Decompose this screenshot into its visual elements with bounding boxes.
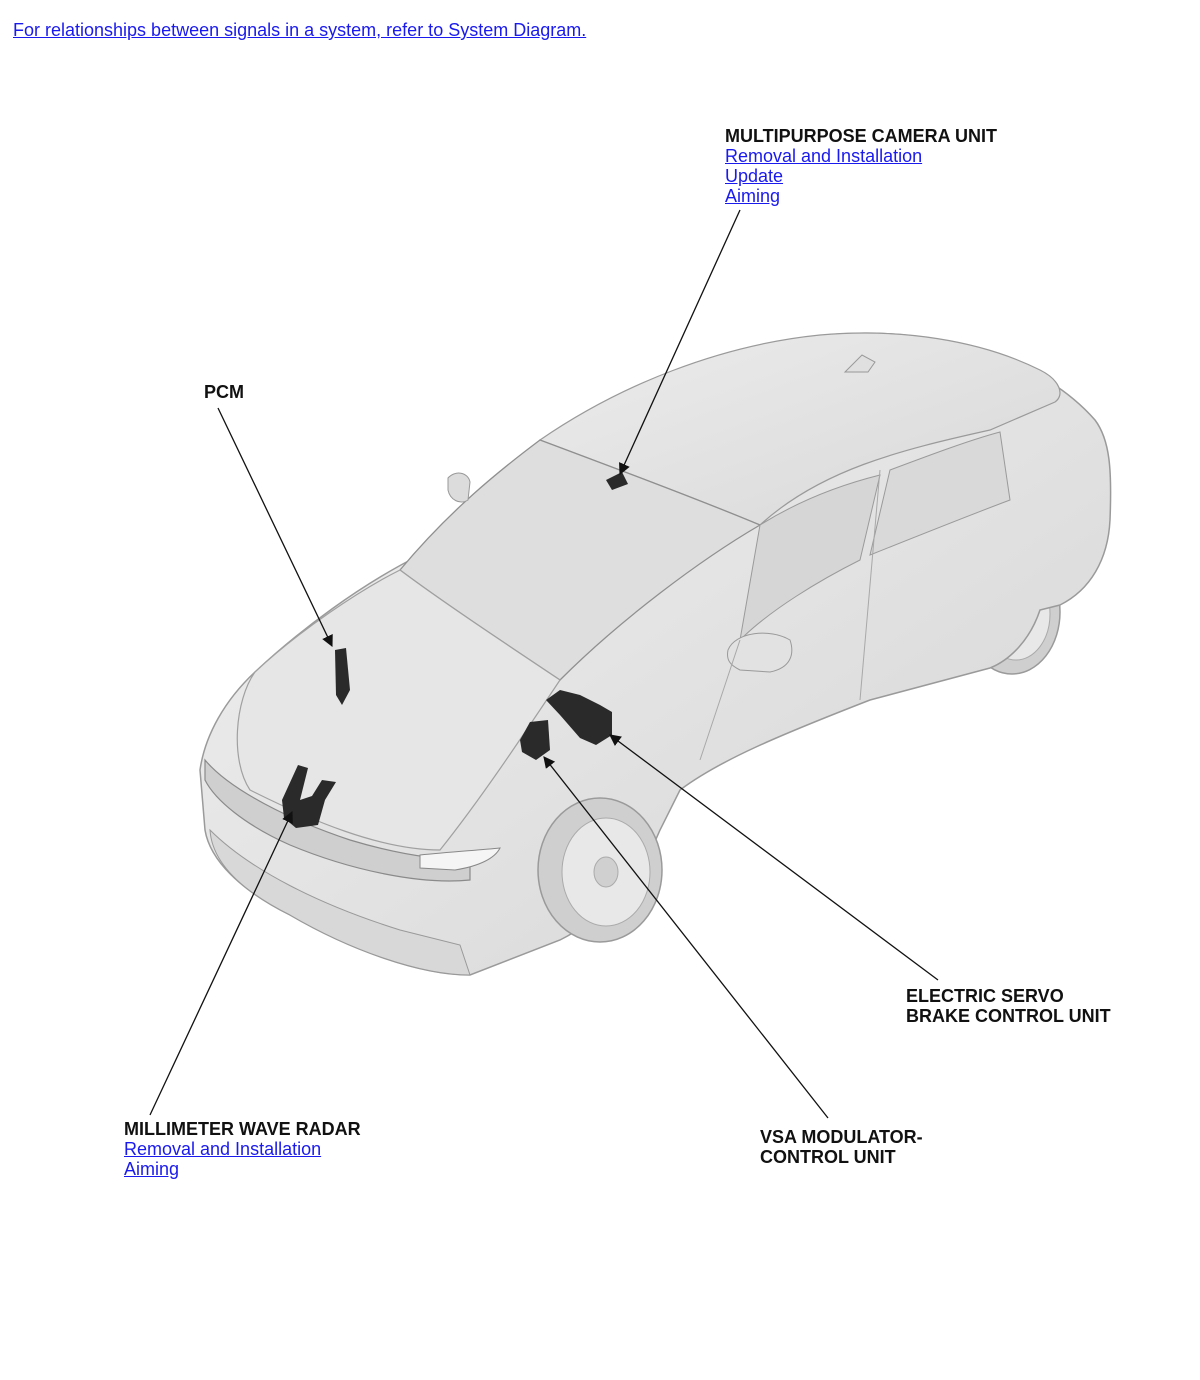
camera-leader-line (619, 209, 741, 476)
pcm-component (335, 648, 350, 705)
electric-servo-brake-component (546, 690, 612, 745)
brake-title-line1: ELECTRIC SERVO (906, 986, 1064, 1006)
vsa-title-line2: CONTROL UNIT (760, 1147, 896, 1167)
vsa-modulator-component (520, 720, 550, 760)
headlight (419, 847, 501, 871)
pcm-leader-line (217, 407, 333, 648)
rear-side-window (869, 431, 1011, 556)
vsa-title-line1: VSA MODULATOR- (760, 1127, 923, 1147)
radar-leader-line (149, 810, 293, 1116)
vsa-callout: VSA MODULATOR- CONTROL UNIT (760, 1127, 923, 1167)
camera-unit-component (606, 472, 628, 490)
radar-title: MILLIMETER WAVE RADAR (124, 1119, 361, 1139)
pcm-title: PCM (204, 382, 244, 402)
brake-leader-line (609, 734, 939, 981)
system-diagram-link[interactable]: For relationships between signals in a s… (13, 20, 587, 40)
brake-callout: ELECTRIC SERVO BRAKE CONTROL UNIT (906, 986, 1111, 1026)
antenna (843, 354, 876, 373)
lower-bumper (209, 828, 471, 976)
side-window (739, 474, 881, 642)
pcm-callout: PCM (204, 382, 244, 402)
hood (236, 569, 561, 851)
radar-aiming-link[interactable]: Aiming (124, 1159, 180, 1179)
radar-removal-link[interactable]: Removal and Installation (124, 1139, 322, 1159)
car-illustration (199, 332, 1112, 976)
radar-callout: MILLIMETER WAVE RADAR Removal and Instal… (124, 1119, 361, 1179)
camera-removal-link[interactable]: Removal and Installation (725, 146, 923, 166)
radar-component (282, 765, 336, 828)
camera-aiming-link[interactable]: Aiming (725, 186, 781, 206)
front-wheel (537, 797, 663, 943)
brake-title-line2: BRAKE CONTROL UNIT (906, 1006, 1111, 1026)
left-mirror (447, 472, 471, 503)
camera-callout: MULTIPURPOSE CAMERA UNIT Removal and Ins… (725, 126, 997, 206)
right-mirror (727, 632, 793, 673)
camera-update-link[interactable]: Update (725, 166, 784, 186)
vsa-leader-line (543, 756, 829, 1119)
camera-title: MULTIPURPOSE CAMERA UNIT (725, 126, 997, 146)
